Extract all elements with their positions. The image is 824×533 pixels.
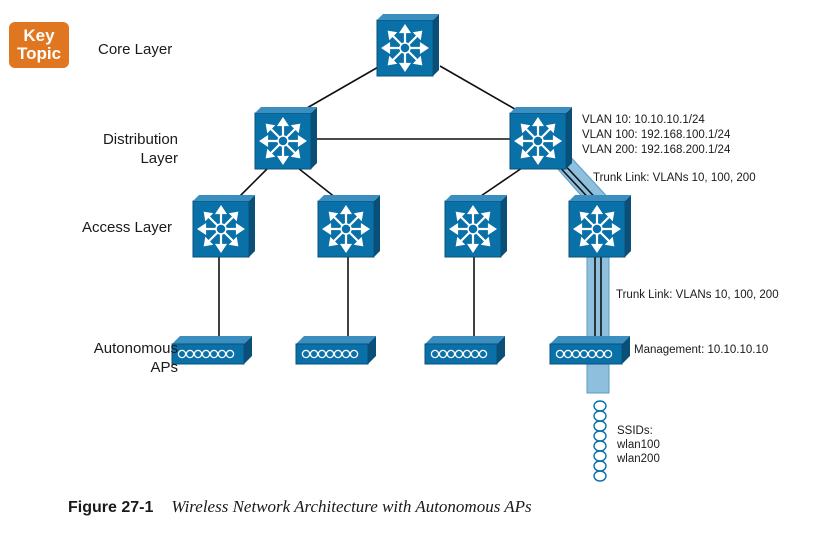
- autonomous-ap-2: [295, 335, 377, 365]
- access-switch-1: [191, 193, 257, 259]
- figure-caption: Figure 27-1 Wireless Network Architecture…: [68, 497, 532, 517]
- access-switch-2: [316, 193, 382, 259]
- distribution-layer-label: Distribution Layer: [80, 130, 178, 168]
- vlan10-note: VLAN 10: 10.10.10.1/24: [582, 114, 705, 126]
- vlan200-note: VLAN 200: 192.168.200.1/24: [582, 144, 731, 156]
- vlan100-note: VLAN 100: 192.168.100.1/24: [582, 129, 731, 141]
- access-switch-3: [443, 193, 509, 259]
- autonomous-aps-label: Autonomous APs: [70, 339, 178, 377]
- distribution-switch-left: [253, 105, 319, 171]
- core-layer-label: Core Layer: [98, 41, 173, 58]
- badge-line-1: Key: [23, 26, 55, 45]
- distribution-label-line-2: Layer: [140, 150, 178, 167]
- trunk-highlight-lower: [586, 239, 610, 394]
- access-switch-4: [567, 193, 633, 259]
- wireless-signal-icon: [593, 400, 607, 482]
- ssid-wlan200: wlan200: [617, 453, 660, 465]
- autonomous-ap-4: [549, 335, 631, 365]
- aps-label-line-1: Autonomous: [93, 340, 178, 357]
- key-topic-badge: Key Topic: [9, 22, 69, 68]
- management-note: Management: 10.10.10.10: [634, 344, 769, 356]
- autonomous-ap-3: [424, 335, 506, 365]
- trunk-link-lower-note: Trunk Link: VLANs 10, 100, 200: [616, 289, 779, 301]
- core-switch: [375, 12, 441, 78]
- aps-label-line-2: APs: [150, 359, 178, 376]
- ssids-heading: SSIDs:: [617, 425, 653, 437]
- distribution-label-line-1: Distribution: [102, 131, 178, 148]
- badge-line-2: Topic: [16, 44, 62, 63]
- network-links: [218, 65, 604, 340]
- access-layer-label: Access Layer: [82, 219, 173, 236]
- ssid-wlan100: wlan100: [617, 439, 660, 451]
- figure-title: Wireless Network Architecture with Auton…: [171, 497, 532, 516]
- autonomous-ap-1: [171, 335, 253, 365]
- trunk-link-upper-note: Trunk Link: VLANs 10, 100, 200: [593, 172, 756, 184]
- distribution-switch-right: [508, 105, 574, 171]
- figure-number: Figure 27-1: [68, 499, 154, 516]
